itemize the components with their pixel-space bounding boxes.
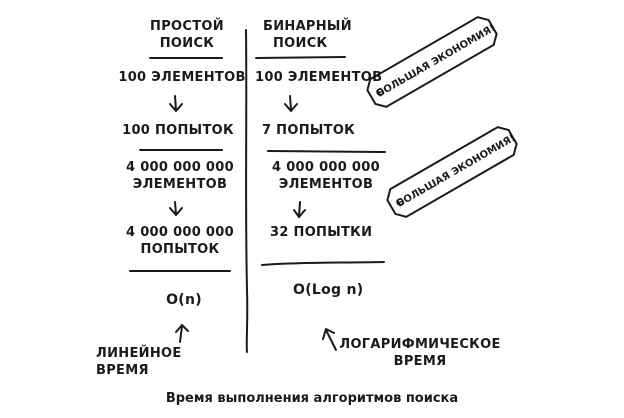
- row2-separator-right: [261, 261, 385, 266]
- binary-row1-tries: 7 ПОПЫТОК: [262, 123, 356, 138]
- row1-separator-right: [267, 150, 386, 153]
- simple-complexity: O(n): [166, 292, 202, 308]
- arrow-down-icon: [293, 201, 306, 219]
- savings-tag-2: БОЛЬШАЯ ЭКОНОМИЯ!: [386, 126, 518, 218]
- binary-complexity: O(Log n): [293, 282, 364, 298]
- header-separator-right: [255, 56, 346, 59]
- figure-caption: Время выполнения алгоритмов поиска: [165, 391, 459, 406]
- arrow-down-icon: [169, 95, 183, 113]
- svg-text:БОЛЬШАЯ ЭКОНОМИЯ!: БОЛЬШАЯ ЭКОНОМИЯ!: [395, 133, 517, 210]
- linear-time-label: ЛИНЕЙНОЕ ВРЕМЯ: [96, 346, 182, 378]
- simple-row2-tries: 4 000 000 000 ПОПЫТОК: [126, 225, 234, 257]
- simple-row1-tries: 100 ПОПЫТОК: [122, 123, 234, 138]
- binary-row2-items: 4 000 000 000 ЭЛЕМЕНТОВ: [272, 160, 380, 192]
- simple-row1-items: 100 ЭЛЕМЕНТОВ: [118, 70, 246, 85]
- svg-text:БОЛЬШАЯ ЭКОНОМИЯ!: БОЛЬШАЯ ЭКОНОМИЯ!: [375, 23, 497, 100]
- arrow-down-icon: [284, 95, 298, 113]
- arrow-down-icon: [169, 201, 183, 217]
- column-divider: [245, 29, 249, 353]
- simple-row2-items: 4 000 000 000 ЭЛЕМЕНТОВ: [126, 160, 234, 192]
- binary-row2-tries: 32 ПОПЫТКИ: [270, 225, 373, 240]
- savings-tag-1: БОЛЬШАЯ ЭКОНОМИЯ!: [366, 16, 498, 108]
- log-time-label: ЛОГАРИФМИЧЕСКОЕ ВРЕМЯ: [339, 337, 501, 369]
- arrow-up-icon: [175, 323, 189, 343]
- simple-search-header: ПРОСТОЙ ПОИСК: [150, 19, 224, 51]
- arrow-up-icon: [322, 327, 337, 351]
- binary-row1-items: 100 ЭЛЕМЕНТОВ: [255, 70, 383, 85]
- binary-search-header: БИНАРНЫЙ ПОИСК: [263, 19, 352, 51]
